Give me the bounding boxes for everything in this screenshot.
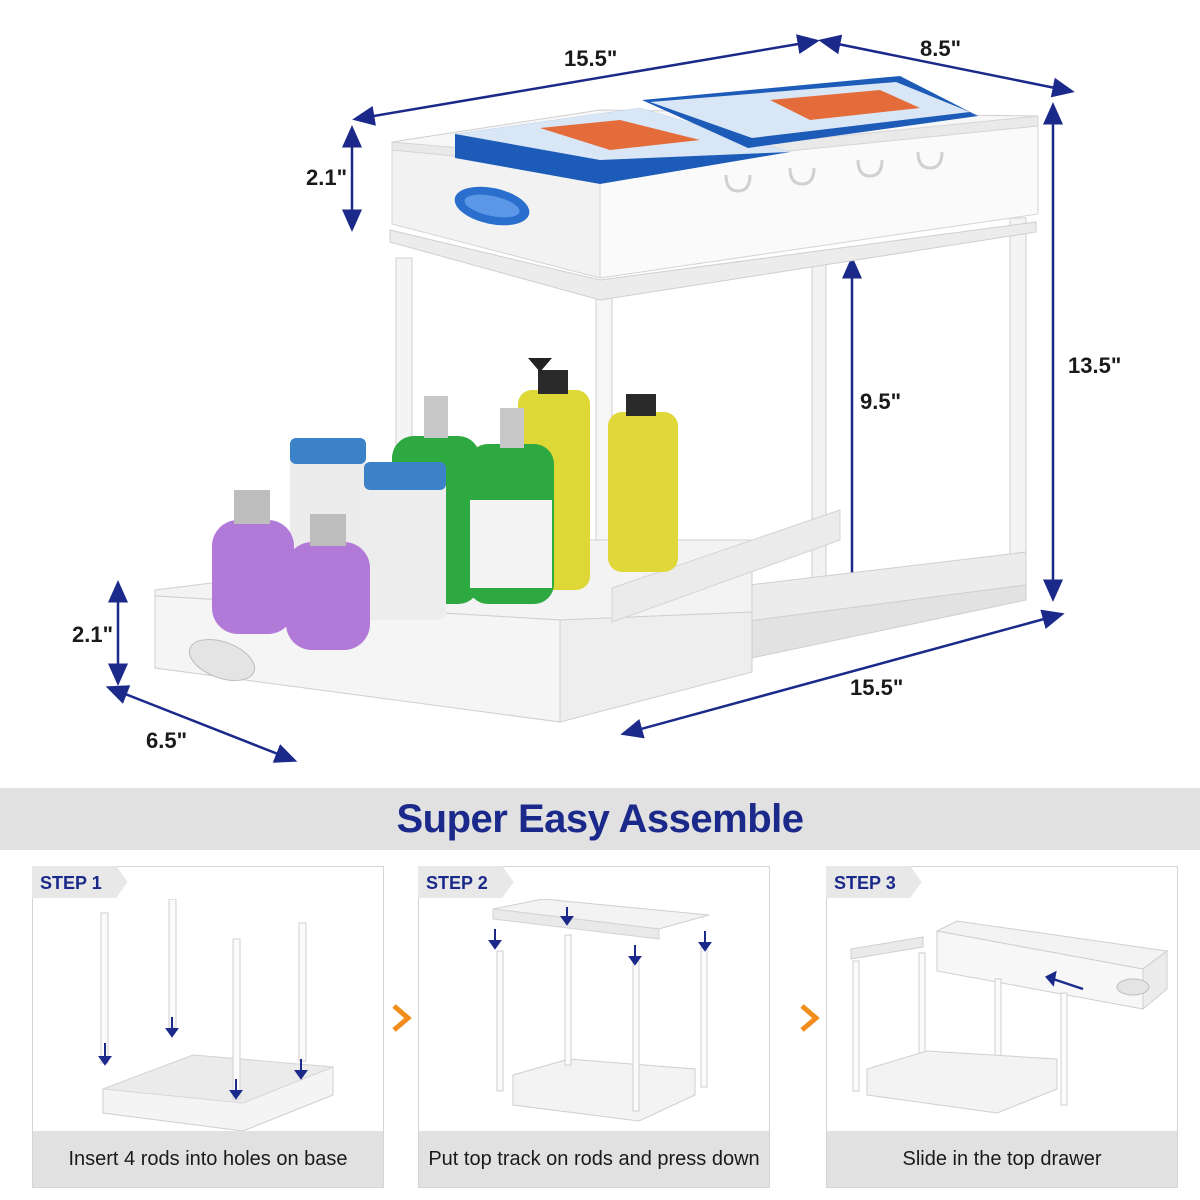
step-panel-3: STEP 3 Slide in the top drawer bbox=[826, 866, 1178, 1188]
step-caption: Put top track on rods and press down bbox=[419, 1131, 769, 1187]
step-caption: Insert 4 rods into holes on base bbox=[33, 1131, 383, 1187]
bottles bbox=[212, 358, 678, 650]
step-panel-1: STEP 1 Insert 4 rods into holes on base bbox=[32, 866, 384, 1188]
dim-bottom-drawer-height: 2.1" bbox=[72, 622, 114, 647]
top-depth-line bbox=[818, 34, 1075, 98]
dim-bottom-width: 15.5" bbox=[850, 675, 904, 700]
dim-total-height: 13.5" bbox=[1068, 353, 1122, 378]
step-caption: Slide in the top drawer bbox=[827, 1131, 1177, 1187]
step-1-illustration bbox=[98, 899, 334, 1131]
dimension-lines bbox=[105, 34, 1075, 763]
bottom-drawer-handle bbox=[188, 638, 256, 682]
bottom-depth-line bbox=[105, 685, 298, 763]
dim-top-depth: 8.5" bbox=[920, 36, 962, 61]
dim-bottom-depth: 6.5" bbox=[146, 728, 188, 753]
step-panel-2: STEP 2 Put top track on rods and press d… bbox=[418, 866, 770, 1188]
next-step-arrow-icon bbox=[392, 1004, 412, 1032]
assembly-banner: Super Easy Assemble bbox=[0, 788, 1200, 850]
top-drawer bbox=[389, 76, 1039, 301]
next-step-arrow-icon bbox=[800, 1004, 820, 1032]
step-2-illustration bbox=[488, 899, 712, 1122]
step-label: STEP 1 bbox=[32, 866, 128, 898]
dim-top-width: 15.5" bbox=[564, 46, 618, 71]
product-illustration bbox=[105, 34, 1075, 763]
bottom-width-line bbox=[620, 609, 1065, 739]
banner-title: Super Easy Assemble bbox=[396, 797, 804, 841]
top-width-line bbox=[352, 34, 820, 126]
dim-inner-height: 9.5" bbox=[860, 389, 902, 414]
step-label: STEP 2 bbox=[418, 866, 514, 898]
step-label: STEP 3 bbox=[826, 866, 922, 898]
step-3-illustration bbox=[850, 920, 1169, 1114]
dim-top-drawer-height: 2.1" bbox=[306, 165, 348, 190]
